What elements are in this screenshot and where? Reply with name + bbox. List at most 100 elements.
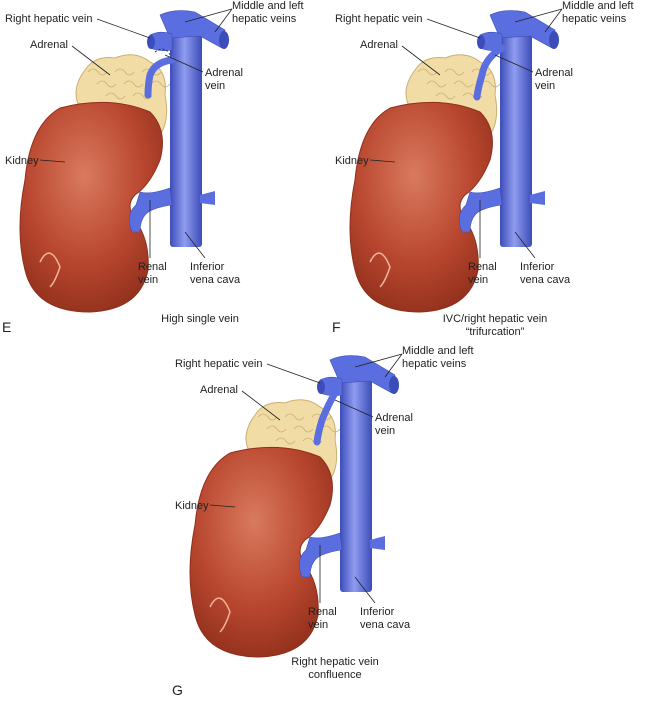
label-adrenal-line: Adrenal (30, 39, 68, 51)
adrenal-texture (132, 92, 153, 100)
label-inferior-vena-cava-line: Inferior (190, 261, 225, 273)
leader-kidney (369, 159, 396, 163)
leader-middle-hepatic (354, 353, 403, 368)
panel-letter-line: E (2, 319, 11, 335)
leader-adrenal-vein (164, 54, 204, 73)
label-kidney: Kidney (5, 155, 39, 167)
label-inferior-vena-cava-line: vena cava (360, 619, 411, 631)
label-kidney-line: Kidney (5, 155, 39, 167)
adrenal-texture (123, 80, 144, 88)
leader-kidney (39, 159, 66, 163)
label-adrenal-vein-line: vein (535, 80, 555, 92)
middle-left-hepatic-veins (159, 10, 226, 49)
panel-letter: E (2, 319, 11, 335)
renal-vein (458, 187, 503, 233)
adrenal-texture (96, 80, 117, 88)
panel-caption-line: Right hepatic vein (291, 656, 378, 668)
label-adrenal-vein-line: Adrenal (535, 67, 573, 79)
middle-left-hepatic-veins (489, 10, 556, 49)
adrenal-texture (444, 68, 465, 76)
label-middle-left-hepatic-veins-line: hepatic veins (402, 358, 467, 370)
label-adrenal-vein-line: Adrenal (205, 67, 243, 79)
label-right-hepatic-vein: Right hepatic vein (5, 13, 92, 25)
label-kidney: Kidney (175, 500, 209, 512)
adrenal-vein (144, 56, 176, 99)
kidney (349, 101, 493, 313)
adrenal-texture (150, 80, 171, 88)
right-hepatic-opening (477, 35, 485, 49)
panel-caption-line: confluence (308, 669, 361, 681)
leader-left-hepatic (384, 353, 403, 378)
left-renal-stub (370, 536, 385, 550)
label-renal-vein-line: vein (138, 274, 158, 286)
label-right-hepatic-vein-line: Right hepatic vein (175, 358, 262, 370)
label-kidney-line: Kidney (175, 500, 209, 512)
kidney (189, 446, 333, 658)
leader-middle-hepatic (514, 8, 563, 23)
leader-left-hepatic (544, 8, 563, 33)
leader-left-hepatic (214, 8, 233, 33)
label-inferior-vena-cava-line: vena cava (190, 274, 241, 286)
label-renal-vein-line: Renal (138, 261, 167, 273)
label-adrenal: Adrenal (200, 384, 238, 396)
leader-ivc (514, 231, 536, 259)
panel-caption: IVC/right hepatic vein“trifurcation” (443, 313, 548, 338)
label-middle-left-hepatic-veins-line: hepatic veins (232, 13, 297, 25)
right-hepatic-opening (147, 35, 155, 49)
adrenal-texture (105, 92, 126, 100)
leader-adrenal (401, 45, 441, 76)
leader-kidney (209, 504, 236, 508)
leader-adrenal (71, 45, 111, 76)
leader-right-hepatic (426, 18, 481, 39)
panel-letter: G (172, 682, 183, 698)
label-adrenal: Adrenal (30, 39, 68, 51)
label-adrenal-vein-line: vein (375, 425, 395, 437)
label-renal-vein-line: vein (308, 619, 328, 631)
left-renal-stub (200, 191, 215, 205)
hepatic-vein-opening (389, 376, 399, 394)
hepatic-vein-opening (219, 31, 229, 49)
leader-right-hepatic (96, 18, 151, 39)
kidney-highlight (369, 252, 391, 288)
label-renal-vein-line: vein (468, 274, 488, 286)
panel-caption-line: High single vein (161, 313, 239, 325)
middle-left-hepatic-veins (329, 355, 396, 394)
leader-adrenal-vein (494, 54, 534, 73)
label-kidney: Kidney (335, 155, 369, 167)
label-inferior-vena-cava-line: Inferior (520, 261, 555, 273)
adrenal-texture (320, 425, 341, 433)
panel-caption-line: “trifurcation” (466, 326, 525, 338)
adrenal-texture (417, 68, 438, 76)
label-adrenal-vein-line: vein (205, 80, 225, 92)
panel-caption-line: IVC/right hepatic vein (443, 313, 548, 325)
adrenal-texture (266, 425, 287, 433)
adrenal-texture (87, 68, 108, 76)
adrenal-vein (313, 389, 339, 446)
adrenal-texture (453, 80, 474, 88)
adrenal-texture (426, 80, 447, 88)
panel-letter-line: G (172, 682, 183, 698)
label-middle-left-hepatic-veins-line: Middle and left (562, 0, 634, 12)
right-hepatic-vein (149, 31, 173, 51)
adrenal-vein (473, 44, 506, 101)
leader-ivc (184, 231, 206, 259)
renal-vein (298, 532, 343, 578)
kidney-highlight (39, 252, 61, 288)
panel-letter: F (332, 319, 341, 335)
